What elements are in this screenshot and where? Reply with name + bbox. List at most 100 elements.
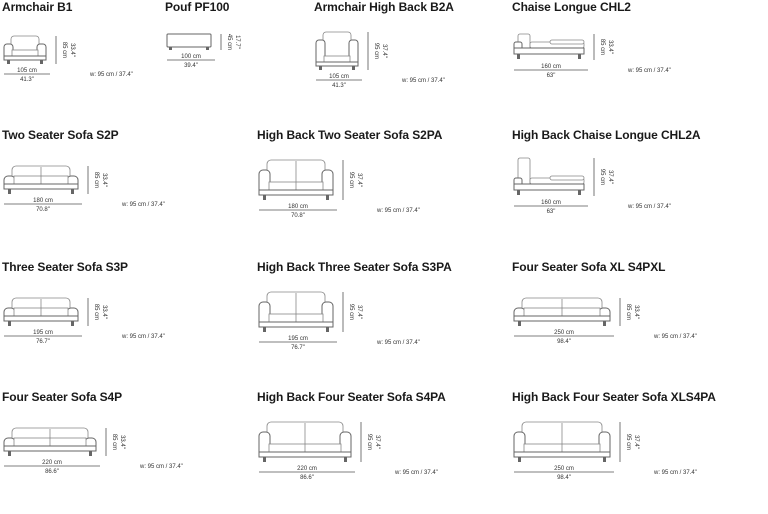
width-cm-label: 250 cm	[554, 466, 574, 472]
height-in-label: 37.4"	[356, 305, 362, 319]
width-cm-label: 220 cm	[297, 466, 317, 472]
height-cm-label: 85 cm	[625, 304, 631, 320]
product-card: High Back Four Seater Sofa S4PA 220 cm 86.…	[255, 390, 511, 513]
width-in-label: 98.4"	[557, 339, 571, 345]
product-title: High Back Two Seater Sofa S2PA	[257, 128, 443, 142]
width-cm-label: 195 cm	[33, 330, 53, 336]
depth-label: w: 95 cm / 37.4"	[139, 464, 183, 470]
product-title: High Back Four Seater Sofa S4PA	[257, 390, 446, 404]
width-in-label: 39.4"	[184, 63, 198, 69]
height-cm-label: 85 cm	[111, 434, 117, 450]
sofa4-high-drawing	[258, 421, 352, 462]
width-in-label: 98.4"	[557, 475, 571, 481]
product-card: High Back Chaise Longue CHL2A 160 cm 63" 95…	[510, 128, 766, 251]
height-in-label: 37.4"	[374, 435, 380, 449]
depth-label: w: 95 cm / 37.4"	[653, 334, 697, 340]
width-cm-label: 100 cm	[181, 54, 201, 60]
height-cm-label: 85 cm	[599, 39, 605, 55]
product-title: High Back Chaise Longue CHL2A	[512, 128, 701, 142]
depth-label: w: 95 cm / 37.4"	[394, 470, 438, 476]
width-in-label: 63"	[547, 209, 556, 215]
height-in-label: 37.4"	[356, 173, 362, 187]
height-in-label: 33.4"	[69, 43, 75, 57]
height-cm-label: 95 cm	[348, 304, 354, 320]
height-cm-label: 85 cm	[61, 42, 67, 58]
width-in-label: 76.7"	[291, 345, 305, 351]
product-title: Two Seater Sofa S2P	[2, 128, 119, 142]
product-card: High Back Two Seater Sofa S2PA 180 cm 70.8…	[255, 128, 511, 251]
depth-label: w: 95 cm / 37.4"	[376, 340, 420, 346]
sofa4-drawing	[3, 427, 97, 456]
width-cm-label: 250 cm	[554, 330, 574, 336]
chaise-high-drawing	[513, 157, 585, 195]
depth-label: w: 95 cm / 37.4"	[89, 72, 133, 78]
width-in-label: 70.8"	[291, 213, 305, 219]
width-cm-label: 195 cm	[288, 336, 308, 342]
sofa4xl-high-drawing	[513, 421, 611, 462]
height-in-label: 17.7"	[234, 35, 240, 49]
chaise-drawing	[513, 33, 585, 59]
product-title: Four Seater Sofa XL S4PXL	[512, 260, 666, 274]
depth-label: w: 95 cm / 37.4"	[653, 470, 697, 476]
height-cm-label: 95 cm	[625, 434, 631, 450]
height-in-label: 33.4"	[119, 435, 125, 449]
height-in-label: 37.4"	[607, 170, 613, 184]
product-title: High Back Three Seater Sofa S3PA	[257, 260, 452, 274]
height-cm-label: 95 cm	[348, 172, 354, 188]
sofa4xl-drawing	[513, 297, 611, 326]
sofa3-drawing	[3, 297, 79, 326]
pouf-drawing	[166, 33, 212, 50]
height-cm-label: 85 cm	[93, 172, 99, 188]
depth-label: w: 95 cm / 37.4"	[401, 78, 445, 84]
sofa2-high-drawing	[258, 159, 334, 200]
armchair-drawing	[3, 35, 47, 64]
product-title: Chaise Longue CHL2	[512, 0, 631, 14]
height-in-label: 33.4"	[607, 40, 613, 54]
width-in-label: 86.6"	[45, 469, 59, 475]
height-in-label: 33.4"	[101, 173, 107, 187]
product-title: Four Seater Sofa S4P	[2, 390, 123, 404]
product-card: High Back Three Seater Sofa S3PA 195 cm 76…	[255, 260, 511, 383]
height-cm-label: 95 cm	[373, 43, 379, 59]
width-in-label: 86.6"	[300, 475, 314, 481]
product-title: Armchair B1	[2, 0, 73, 14]
height-in-label: 37.4"	[633, 435, 639, 449]
depth-label: w: 95 cm / 37.4"	[627, 204, 671, 210]
width-cm-label: 180 cm	[288, 204, 308, 210]
armchair-high-drawing	[315, 31, 359, 70]
width-cm-label: 105 cm	[329, 74, 349, 80]
height-cm-label: 95 cm	[599, 169, 605, 185]
width-in-label: 70.8"	[36, 207, 50, 213]
height-cm-label: 85 cm	[93, 304, 99, 320]
width-in-label: 41.3"	[20, 77, 34, 83]
depth-label: w: 95 cm / 37.4"	[121, 202, 165, 208]
sofa2-drawing	[3, 165, 79, 194]
product-card: Four Seater Sofa XL S4PXL 250 cm 98.4" 85 c…	[510, 260, 766, 383]
width-cm-label: 180 cm	[33, 198, 53, 204]
height-in-label: 33.4"	[101, 305, 107, 319]
width-cm-label: 160 cm	[541, 200, 561, 206]
sofa3-high-drawing	[258, 291, 334, 332]
width-in-label: 63"	[547, 73, 556, 79]
width-in-label: 41.3"	[332, 83, 346, 89]
width-cm-label: 160 cm	[541, 64, 561, 70]
product-title: Armchair High Back B2A	[314, 0, 454, 14]
